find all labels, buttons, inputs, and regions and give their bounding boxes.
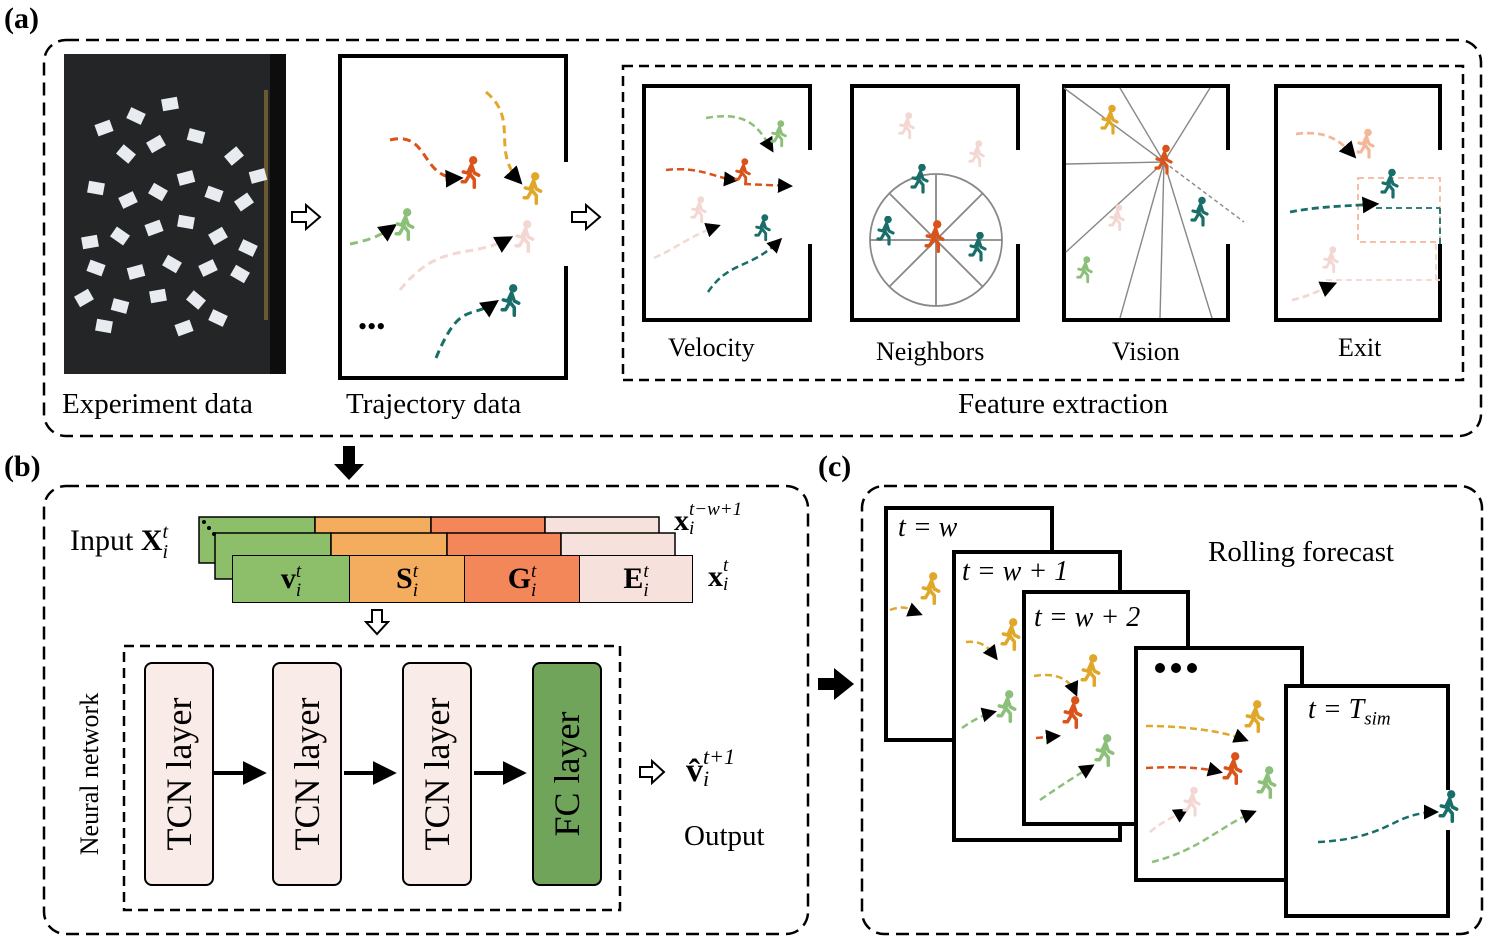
experiment-photo xyxy=(64,54,286,374)
input-sup: t xyxy=(162,521,169,543)
trajectory-ellipsis: ••• xyxy=(358,312,386,341)
tcn-layer-2-label: TCN layer xyxy=(287,697,327,851)
input-word: Input xyxy=(70,524,141,557)
fc-layer-label: FC layer xyxy=(547,711,587,837)
tcn-layer-2 xyxy=(272,662,342,886)
panel-a-label: (a) xyxy=(4,2,39,35)
panel-b-label: (b) xyxy=(4,450,41,483)
feature-extraction-frame xyxy=(621,64,1465,382)
frame-2-time: t = w + 1 xyxy=(962,556,1069,587)
rolling-forecast-title: Rolling forecast xyxy=(1208,536,1395,568)
input-symbol: X xyxy=(140,524,163,557)
feature-label-exit: Exit xyxy=(1338,333,1382,362)
experiment-data-caption: Experiment data xyxy=(62,388,253,420)
neighbors-room xyxy=(850,84,1020,322)
tcn-layer-3-label: TCN layer xyxy=(417,697,457,851)
frame-1-time: t = w xyxy=(898,512,958,543)
input-sub: i xyxy=(162,541,169,563)
trajectory-room xyxy=(338,54,568,380)
trajectory-data-caption: Trajectory data xyxy=(346,388,522,420)
arrow-network-to-output xyxy=(639,758,666,786)
velocity-room xyxy=(642,84,812,322)
feature-label-velocity: Velocity xyxy=(668,333,755,362)
tcn-layer-1 xyxy=(144,662,214,886)
panel-b-frame xyxy=(42,484,810,936)
fc-layer xyxy=(532,662,602,886)
tcn-layer-1-label: TCN layer xyxy=(159,697,199,851)
flow-arrow-2 xyxy=(571,202,602,232)
panel-a-frame xyxy=(42,38,1483,438)
forecast-frame-4 xyxy=(1134,646,1304,882)
neural-network-frame xyxy=(122,644,622,912)
frame-5-time: t = Tsim xyxy=(1308,694,1391,730)
panel-c-frame xyxy=(860,484,1484,936)
panel-c-label: (c) xyxy=(818,450,852,483)
vision-room xyxy=(1062,84,1230,322)
frame-3-time: t = w + 2 xyxy=(1034,602,1141,633)
flow-arrow-1 xyxy=(291,202,322,232)
arrow-input-to-network xyxy=(363,609,391,636)
exit-room xyxy=(1274,84,1442,322)
trajectory-paths xyxy=(349,90,523,359)
vision-rays xyxy=(1063,87,1245,319)
forecast-frame-5 xyxy=(1284,684,1450,918)
neural-network-title: Neural network xyxy=(75,692,104,856)
arrow-b-to-c xyxy=(818,668,854,700)
feature-extraction-caption: Feature extraction xyxy=(958,388,1169,420)
feature-label-neighbors: Neighbors xyxy=(876,337,985,366)
feature-label-vision: Vision xyxy=(1112,337,1180,366)
tcn-layer-3 xyxy=(402,662,472,886)
arrow-a-to-b xyxy=(334,446,364,480)
output-caption: Output xyxy=(684,820,765,852)
